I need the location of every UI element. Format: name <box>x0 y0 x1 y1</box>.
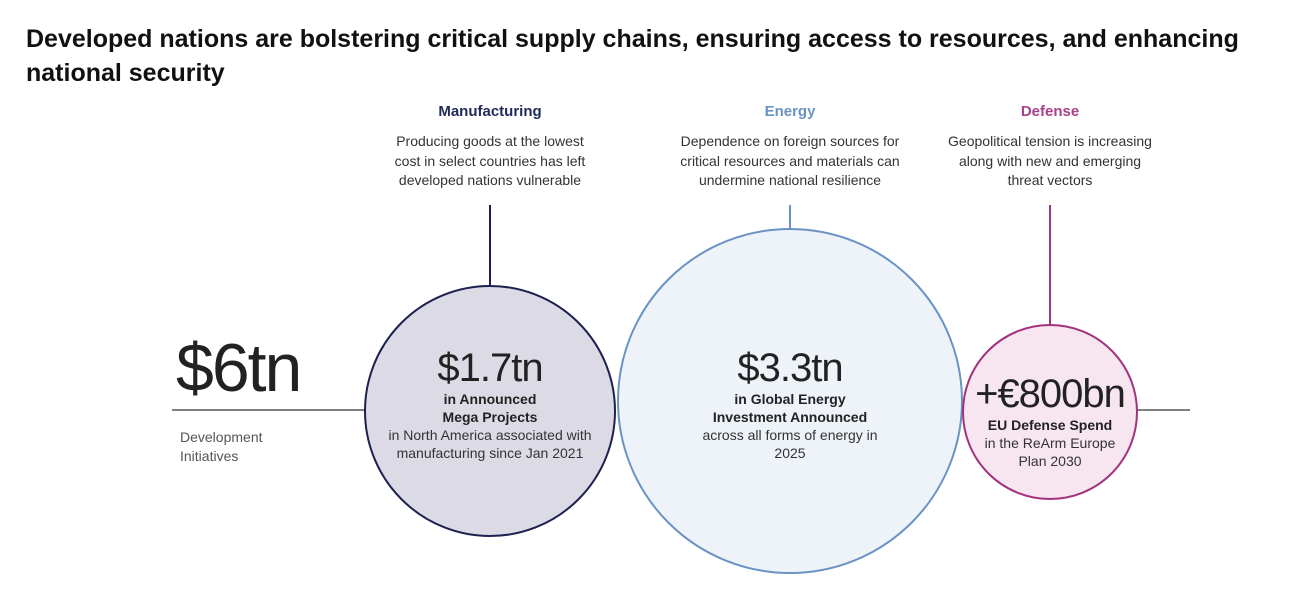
total-label: Development Initiatives <box>180 428 300 466</box>
defense-description: Geopolitical tension is increasing along… <box>948 133 1152 188</box>
total-label-line1: Development <box>180 429 263 445</box>
energy-description: Dependence on foreign sources for critic… <box>680 133 900 188</box>
page-title: Developed nations are bolstering critica… <box>26 25 1239 87</box>
manufacturing-stat: $1.7tn in Announced Mega Projects in Nor… <box>385 346 595 462</box>
defense-heading: Defense <box>1020 103 1080 120</box>
manufacturing-circle <box>364 285 616 537</box>
defense-column: Defense Geopolitical tension is increasi… <box>920 102 1180 191</box>
manufacturing-heading: Manufacturing <box>438 103 542 120</box>
defense-bold-1: EU Defense Spend <box>987 417 1113 433</box>
manufacturing-value: $1.7tn <box>437 346 543 390</box>
defense-stat: +€800bn EU Defense Spend in the ReArm Eu… <box>968 372 1132 470</box>
total-label-line2: Initiatives <box>180 448 239 464</box>
energy-value: $3.3tn <box>737 346 843 390</box>
energy-heading: Energy <box>764 103 816 120</box>
defense-value: +€800bn <box>975 372 1126 416</box>
total-value: $6tn <box>176 330 302 406</box>
manufacturing-bold-1: in Announced <box>443 391 537 407</box>
energy-column: Energy Dependence on foreign sources for… <box>660 102 920 191</box>
manufacturing-bold-2: Mega Projects <box>442 409 538 425</box>
manufacturing-column: Manufacturing Producing goods at the low… <box>360 102 620 191</box>
energy-circle <box>617 228 963 574</box>
energy-stat: $3.3tn in Global Energy Investment Annou… <box>690 346 890 462</box>
defense-detail: in the ReArm Europe Plan 2030 <box>984 435 1116 469</box>
energy-bold-2: Investment Announced <box>712 409 868 425</box>
energy-bold-1: in Global Energy <box>734 391 846 407</box>
defense-circle <box>962 324 1138 500</box>
manufacturing-detail: in North America associated with manufac… <box>388 427 592 461</box>
manufacturing-description: Producing goods at the lowest cost in se… <box>394 133 586 188</box>
energy-detail: across all forms of energy in 2025 <box>702 427 878 461</box>
